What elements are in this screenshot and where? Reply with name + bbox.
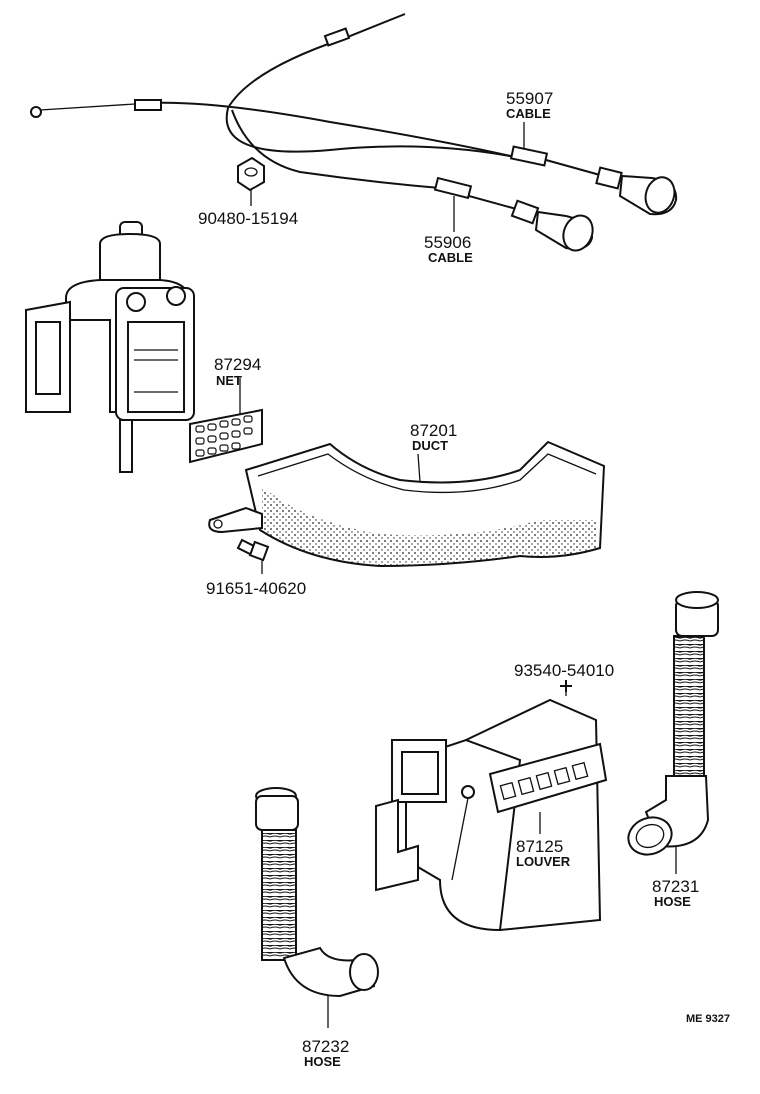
cable-55907-drawing: [30, 13, 678, 216]
svg-text:LOUVER: LOUVER: [516, 854, 571, 869]
hose-87232-drawing: [255, 787, 379, 1028]
label-cable-55907: 55907 CABLE: [506, 89, 553, 148]
svg-text:CABLE: CABLE: [428, 250, 473, 265]
screw-93540-drawing: [560, 680, 572, 696]
label-screw-93540: 93540-54010: [514, 661, 614, 680]
svg-text:87231: 87231: [652, 877, 699, 896]
label-nut-90480: 90480-15194: [198, 209, 298, 228]
net-87294-drawing: [189, 378, 263, 464]
louver-87125-drawing: [375, 698, 608, 932]
label-bolt-91651: 91651-40620: [206, 579, 306, 598]
svg-text:87201: 87201: [410, 421, 457, 440]
svg-text:55906: 55906: [424, 233, 471, 252]
duct-87201-drawing: [208, 440, 606, 568]
label-hose-87232: 87232 HOSE: [302, 1037, 349, 1069]
svg-text:NET: NET: [216, 373, 242, 388]
svg-text:CABLE: CABLE: [506, 106, 551, 121]
label-louver-87125: 87125 LOUVER: [516, 837, 571, 869]
label-duct-87201: 87201 DUCT: [410, 421, 457, 453]
svg-text:87125: 87125: [516, 837, 563, 856]
svg-text:90480-15194: 90480-15194: [198, 209, 298, 228]
svg-text:87232: 87232: [302, 1037, 349, 1056]
svg-text:HOSE: HOSE: [654, 894, 691, 909]
svg-text:87294: 87294: [214, 355, 261, 374]
label-cable-55906: 55906 CABLE: [424, 196, 473, 265]
hose-87231-drawing: [627, 591, 719, 874]
label-net-87294: 87294 NET: [214, 355, 261, 388]
cable-55906-drawing: [231, 109, 594, 252]
heater-unit-drawing: [25, 221, 195, 473]
svg-text:DUCT: DUCT: [412, 438, 448, 453]
svg-text:93540-54010: 93540-54010: [514, 661, 614, 680]
nut-90480-drawing: [237, 156, 265, 206]
svg-text:55907: 55907: [506, 89, 553, 108]
svg-text:91651-40620: 91651-40620: [206, 579, 306, 598]
label-hose-87231: 87231 HOSE: [652, 877, 699, 909]
bolt-91651-drawing: [236, 538, 270, 574]
svg-text:HOSE: HOSE: [304, 1054, 341, 1069]
reference-code: ME 9327: [686, 1013, 730, 1025]
